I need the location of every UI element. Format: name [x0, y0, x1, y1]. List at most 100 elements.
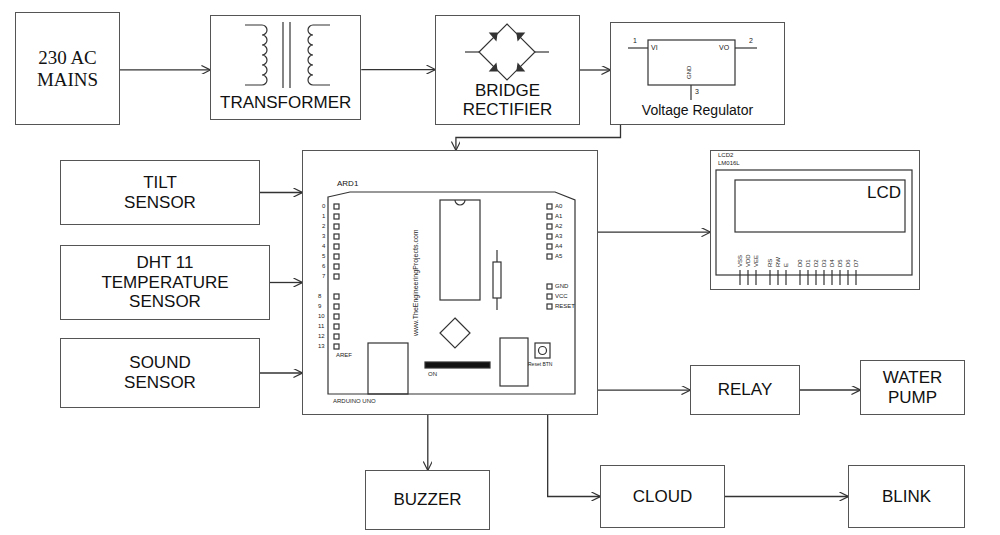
pin-label: 13: [318, 343, 325, 349]
pin-label: 11: [318, 323, 324, 329]
app-box: BLINK: [848, 465, 965, 528]
pin-label: 3: [695, 88, 699, 95]
pin-label: 1: [322, 213, 325, 219]
text-group: 230 AC MAINS: [37, 47, 99, 91]
pin-label: 9: [318, 303, 321, 309]
signal-arrow: [548, 415, 600, 497]
pin-label: D0: [797, 259, 803, 267]
pin-label: 6: [322, 263, 325, 269]
pin-label: GND: [686, 66, 692, 79]
pin-label: 0: [322, 203, 325, 209]
sensor-box: TILT SENSOR: [60, 160, 260, 225]
pin-label: VEE: [753, 255, 759, 267]
transformer-symbol: [245, 22, 330, 88]
text-group: LCD: [867, 183, 901, 203]
signal-arrow: [580, 69, 610, 70]
text-group: TRANSFORMER: [220, 93, 351, 113]
box-label: Voltage Regulator: [642, 102, 753, 118]
signal-arrow: [361, 69, 435, 70]
box-label: BUZZER: [394, 490, 462, 510]
pin-label: www.TheEngineeringProjects.com: [412, 229, 419, 336]
pin-label: A5: [555, 253, 562, 259]
pin-label: E: [783, 263, 789, 267]
pin-label: A0: [555, 203, 562, 209]
rectifier-box: BRIDGE RECTIFIER: [435, 15, 580, 125]
buzzer-box: BUZZER: [365, 470, 490, 530]
box-label: ARD1: [337, 179, 358, 188]
signal-arrow: [598, 231, 710, 232]
pin-label: A3: [555, 233, 562, 239]
box-label: SOUND SENSOR: [110, 353, 210, 392]
text-group: RELAY: [718, 380, 773, 400]
box-label: LCD: [867, 183, 901, 203]
pin-label: 3: [322, 233, 325, 239]
regulator-symbol: [628, 40, 757, 100]
signal-arrow: [800, 389, 860, 390]
pin-label: LM016L: [718, 160, 740, 166]
pin-label: D7: [853, 259, 859, 267]
transformer-box: TRANSFORMER: [210, 15, 361, 120]
signal-arrow: [120, 69, 210, 70]
pin-label: 10: [318, 313, 325, 319]
pin-label: VCC: [555, 293, 568, 299]
pin-label: 4: [322, 243, 325, 249]
lcd-pins: [740, 270, 856, 285]
sensor-box: DHT 11 TEMPERATURE SENSOR: [60, 245, 270, 320]
pin-label: D2: [813, 259, 819, 267]
pin-label: A4: [555, 243, 562, 249]
pin-label: VDD: [745, 254, 751, 267]
box-label: DHT 11 TEMPERATURE SENSOR: [100, 253, 230, 312]
cloud-box: CLOUD: [600, 465, 725, 528]
text-group: BRIDGE RECTIFIER: [453, 81, 563, 120]
pin-label: D1: [805, 259, 811, 267]
box-label: WATER PUMP: [875, 368, 950, 407]
box-label: 230 AC MAINS: [37, 47, 99, 91]
pin-label: D5: [837, 259, 843, 267]
pin-label: 5: [322, 253, 325, 259]
box-label: BLINK: [882, 487, 931, 507]
pin-label: 7: [322, 273, 325, 279]
box-label: CLOUD: [633, 487, 693, 507]
pin-label: RESET: [555, 303, 575, 309]
pin-label: ARDUINO UNO: [333, 398, 376, 404]
signal-arrow: [260, 372, 302, 373]
lcd-module: [716, 170, 912, 275]
controller-box: ARD1: [302, 150, 598, 415]
pin-label: RW: [775, 257, 781, 267]
text-group: ARD1: [337, 179, 358, 188]
box-label: TILT SENSOR: [115, 173, 205, 212]
pin-label: 1: [633, 37, 637, 44]
relay-box: RELAY: [690, 365, 800, 415]
pin-label: GND: [555, 283, 568, 289]
pin-label: 2: [322, 223, 325, 229]
pin-label: VI: [651, 44, 658, 51]
text-group: SOUND SENSOR: [110, 353, 210, 392]
header-pins: [334, 204, 552, 349]
sensor-box: SOUND SENSOR: [60, 338, 260, 408]
text-group: Voltage Regulator: [642, 102, 753, 118]
pin-label: A1: [555, 213, 562, 219]
text-group: CLOUD: [633, 487, 693, 507]
power-source-box: 230 AC MAINS: [15, 12, 120, 125]
text-group: WATER PUMP: [875, 368, 950, 407]
pin-label: A2: [555, 223, 562, 229]
pin-label: 2: [749, 37, 753, 44]
pin-label: VSS: [737, 255, 743, 267]
box-label: BRIDGE RECTIFIER: [453, 81, 563, 120]
pin-label: 12: [318, 333, 325, 339]
text-group: BLINK: [882, 487, 931, 507]
signal-arrow: [725, 496, 848, 497]
signal-arrow: [456, 125, 621, 150]
box-label: RELAY: [718, 380, 773, 400]
display-box: LCD: [710, 150, 920, 290]
pin-label: D4: [829, 259, 835, 267]
pin-label: ON: [428, 371, 437, 377]
pin-label: 8: [318, 293, 321, 299]
pin-label: VO: [719, 44, 729, 51]
pin-label: AREF: [336, 352, 352, 358]
text-group: DHT 11 TEMPERATURE SENSOR: [100, 253, 230, 312]
signal-arrow: [598, 389, 690, 390]
pin-label: LCD2: [718, 152, 733, 158]
bridge-symbol: [465, 24, 549, 80]
signal-arrow: [270, 282, 302, 283]
